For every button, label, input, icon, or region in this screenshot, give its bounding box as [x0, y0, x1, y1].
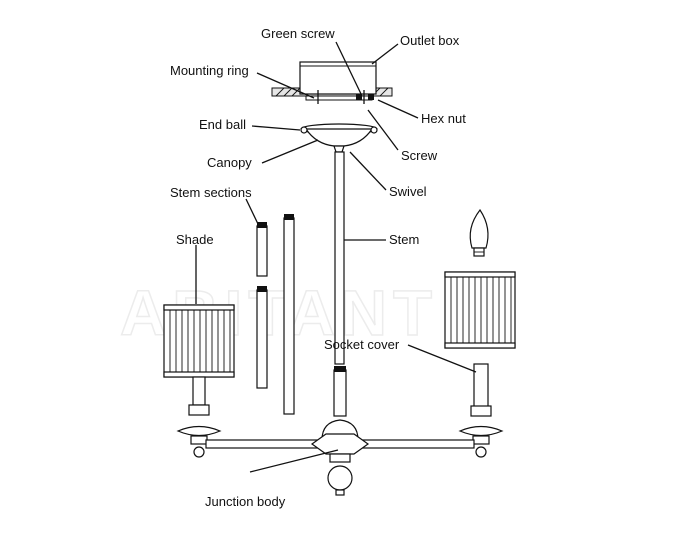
- label-stem: Stem: [389, 232, 419, 247]
- outlet-box: [299, 61, 377, 95]
- label-canopy: Canopy: [207, 155, 252, 170]
- mounting-ring: [305, 90, 374, 104]
- left-socket: [176, 376, 222, 458]
- left-shade: [163, 304, 235, 378]
- label-stem-sections: Stem sections: [170, 185, 252, 200]
- label-socket-cover: Socket cover: [324, 337, 400, 352]
- label-outlet-box: Outlet box: [400, 33, 460, 48]
- stem-sections: [256, 214, 295, 415]
- label-end-ball: End ball: [199, 117, 246, 132]
- label-shade: Shade: [176, 232, 214, 247]
- label-green-screw: Green screw: [261, 26, 335, 41]
- label-mounting-ring: Mounting ring: [170, 63, 249, 78]
- right-socket: [458, 363, 504, 458]
- junction-body: [310, 366, 370, 496]
- main-stem: [334, 151, 345, 365]
- label-screw: Screw: [401, 148, 438, 163]
- label-swivel: Swivel: [389, 184, 427, 199]
- candle-bulb: [469, 208, 489, 257]
- canopy: [300, 123, 378, 153]
- right-shade: [444, 271, 516, 349]
- label-hex-nut: Hex nut: [421, 111, 466, 126]
- label-junction-body: Junction body: [205, 494, 286, 509]
- leader-lines: [195, 41, 477, 473]
